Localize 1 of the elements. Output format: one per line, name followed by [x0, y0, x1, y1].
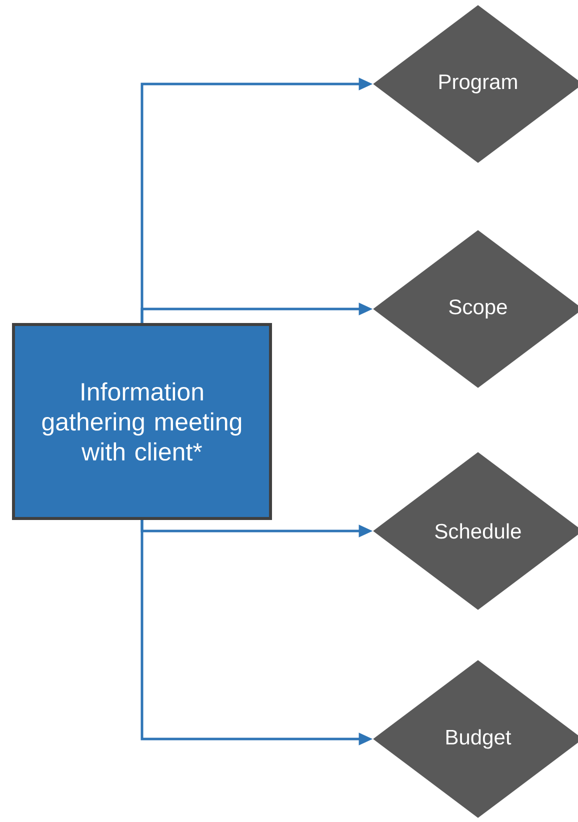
process-box: Information gathering meeting with client*: [12, 323, 272, 520]
